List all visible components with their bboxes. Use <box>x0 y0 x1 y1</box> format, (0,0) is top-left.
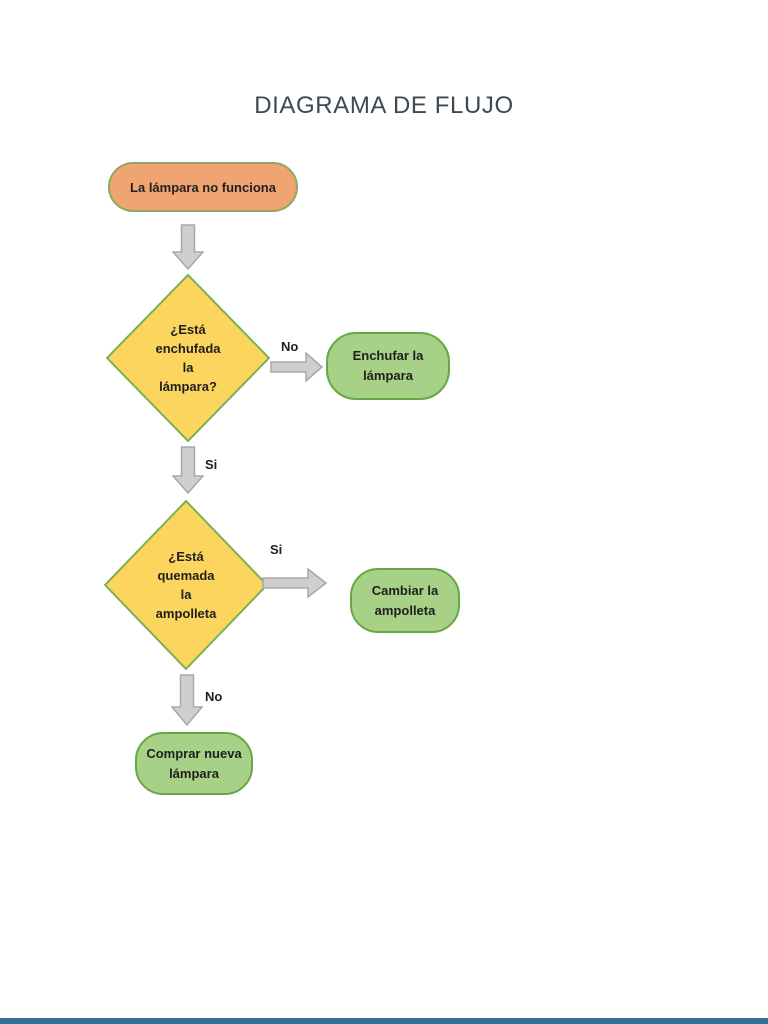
arrow-right-icon <box>270 352 324 382</box>
diamond-icon <box>106 274 270 442</box>
arrow-down-icon <box>171 674 203 726</box>
arrow-right-shape <box>270 352 324 382</box>
node-process-enchufar: Enchufar la lámpara <box>326 332 450 400</box>
page-bottom-bar <box>0 1018 768 1024</box>
decision2-line-4: ampolleta <box>155 606 217 621</box>
node-decision-quemada-label: ¿Está quemada la ampolleta <box>104 500 268 670</box>
page-title: DIAGRAMA DE FLUJO <box>254 92 514 119</box>
arrow-right-icon <box>262 568 328 598</box>
decision1-line-2: enchufada <box>155 341 221 356</box>
process2-line-1: Cambiar la <box>371 582 439 598</box>
branch-label-no: No <box>205 689 223 704</box>
node-process-cambiar: Cambiar la ampolleta <box>350 568 460 633</box>
decision1-line-3: la <box>182 360 194 375</box>
decision1-line-1: ¿Está <box>170 322 206 337</box>
node-process-comprar: Comprar nueva lámpara <box>135 732 253 795</box>
arrow-down-icon <box>172 224 204 270</box>
decision2-line-3: la <box>180 587 192 602</box>
arrow-right-shape <box>262 568 328 598</box>
arrow-down-shape <box>171 674 203 726</box>
process2-line-2: ampolleta <box>374 602 436 618</box>
decision2-line-2: quemada <box>157 568 215 583</box>
node-decision-quemada: ¿Está quemada la ampolleta <box>104 500 268 670</box>
diamond-shape <box>104 500 268 670</box>
process1-line-2: lámpara <box>363 368 413 383</box>
node-start-label: La lámpara no funciona <box>130 179 276 195</box>
decision2-line-1: ¿Está <box>168 549 204 564</box>
branch-label-si: Si <box>205 457 218 472</box>
diamond-icon <box>104 500 268 670</box>
process1-line-1: Enchufar la <box>352 348 424 363</box>
process3-line-2: lámpara <box>169 765 219 781</box>
branch-label-no: No <box>281 339 299 354</box>
process3-line-1: Comprar nueva <box>146 745 242 761</box>
arrow-down-shape <box>172 224 204 270</box>
arrow-down-shape <box>172 446 204 494</box>
node-start-terminator: La lámpara no funciona <box>108 162 298 212</box>
node-decision-enchufada: ¿Está enchufada la lámpara? <box>106 274 270 442</box>
diamond-shape <box>106 274 270 442</box>
decision1-line-4: lámpara? <box>159 379 217 394</box>
arrow-down-icon <box>172 446 204 494</box>
branch-label-si: Si <box>270 542 283 557</box>
node-decision-enchufada-label: ¿Está enchufada la lámpara? <box>106 274 270 442</box>
